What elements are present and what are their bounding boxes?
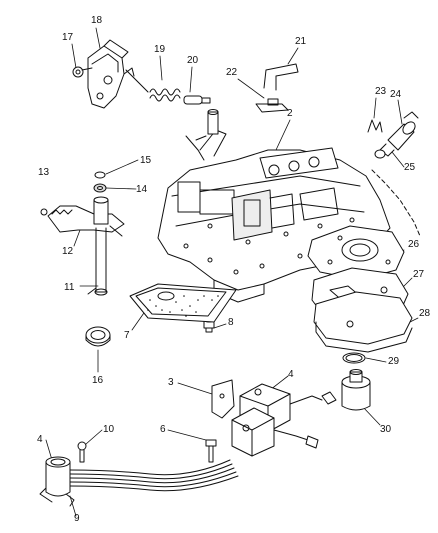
- part-9-clip: [65, 493, 75, 507]
- part-17-bolt: [72, 66, 93, 78]
- part-23-spring-clip: [367, 119, 383, 133]
- part-16-seal: [85, 326, 111, 347]
- part-19-spring: [125, 69, 181, 102]
- callout-15: 15: [140, 155, 152, 166]
- part-7-filter: [129, 283, 237, 323]
- callout-11: 11: [64, 282, 75, 293]
- part-4-connector: [39, 456, 71, 503]
- part-10-screw: [77, 441, 87, 463]
- part-12-detent-lever: [47, 196, 125, 237]
- callout-24: 24: [390, 89, 402, 100]
- callout-23: 23: [375, 86, 387, 97]
- callout-18: 18: [91, 15, 103, 26]
- part-14-washer: [93, 183, 107, 193]
- part-25-o-ring: [374, 149, 386, 159]
- part-21-clip: [263, 63, 299, 91]
- callout-25: 25: [404, 162, 416, 173]
- callout-22: 22: [226, 67, 238, 78]
- callout-10: 10: [103, 424, 115, 435]
- part-3-bracket: [211, 379, 235, 419]
- callout-16: 16: [92, 375, 104, 386]
- callout-4-connector: 4: [37, 434, 43, 445]
- callout-7: 7: [124, 330, 130, 341]
- part-28-cover: [313, 291, 413, 353]
- part-4-solenoid-pack: [231, 383, 337, 457]
- callout-14: 14: [136, 184, 148, 195]
- callout-27: 27: [413, 269, 425, 280]
- callout-6: 6: [160, 424, 166, 435]
- part-15-clip: [94, 171, 106, 179]
- part-29-o-ring: [342, 352, 366, 364]
- filter-mesh-dots: [147, 295, 219, 317]
- wire-harness: [69, 459, 239, 492]
- callout-28: 28: [419, 308, 431, 319]
- callout-17: 17: [62, 32, 74, 43]
- dashed-assembly-line: [371, 169, 421, 237]
- part-18-lever-bracket: [87, 39, 135, 109]
- part-22-bracket: [255, 98, 289, 113]
- callout-2: 2: [287, 108, 293, 119]
- callout-21: 21: [295, 36, 307, 47]
- callout-20: 20: [187, 55, 199, 66]
- part-6-bolt: [205, 439, 217, 463]
- part-20-pin: [183, 95, 211, 105]
- part-26-accumulator: [307, 225, 405, 281]
- callout-3: 3: [168, 377, 174, 388]
- part-30-solenoid: [341, 369, 371, 411]
- callout-30: 30: [380, 424, 392, 435]
- part-13-ball: [40, 208, 48, 216]
- callout-9: 9: [74, 513, 80, 524]
- callout-19: 19: [154, 44, 166, 55]
- callout-8: 8: [228, 317, 234, 328]
- callout-4-solenoid: 4: [288, 369, 294, 380]
- part-11-shaft: [87, 227, 108, 296]
- callout-29: 29: [388, 356, 400, 367]
- callout-26: 26: [408, 239, 420, 250]
- callout-13: 13: [38, 167, 50, 178]
- callout-12: 12: [62, 246, 74, 257]
- part-24-sensor: [379, 111, 419, 157]
